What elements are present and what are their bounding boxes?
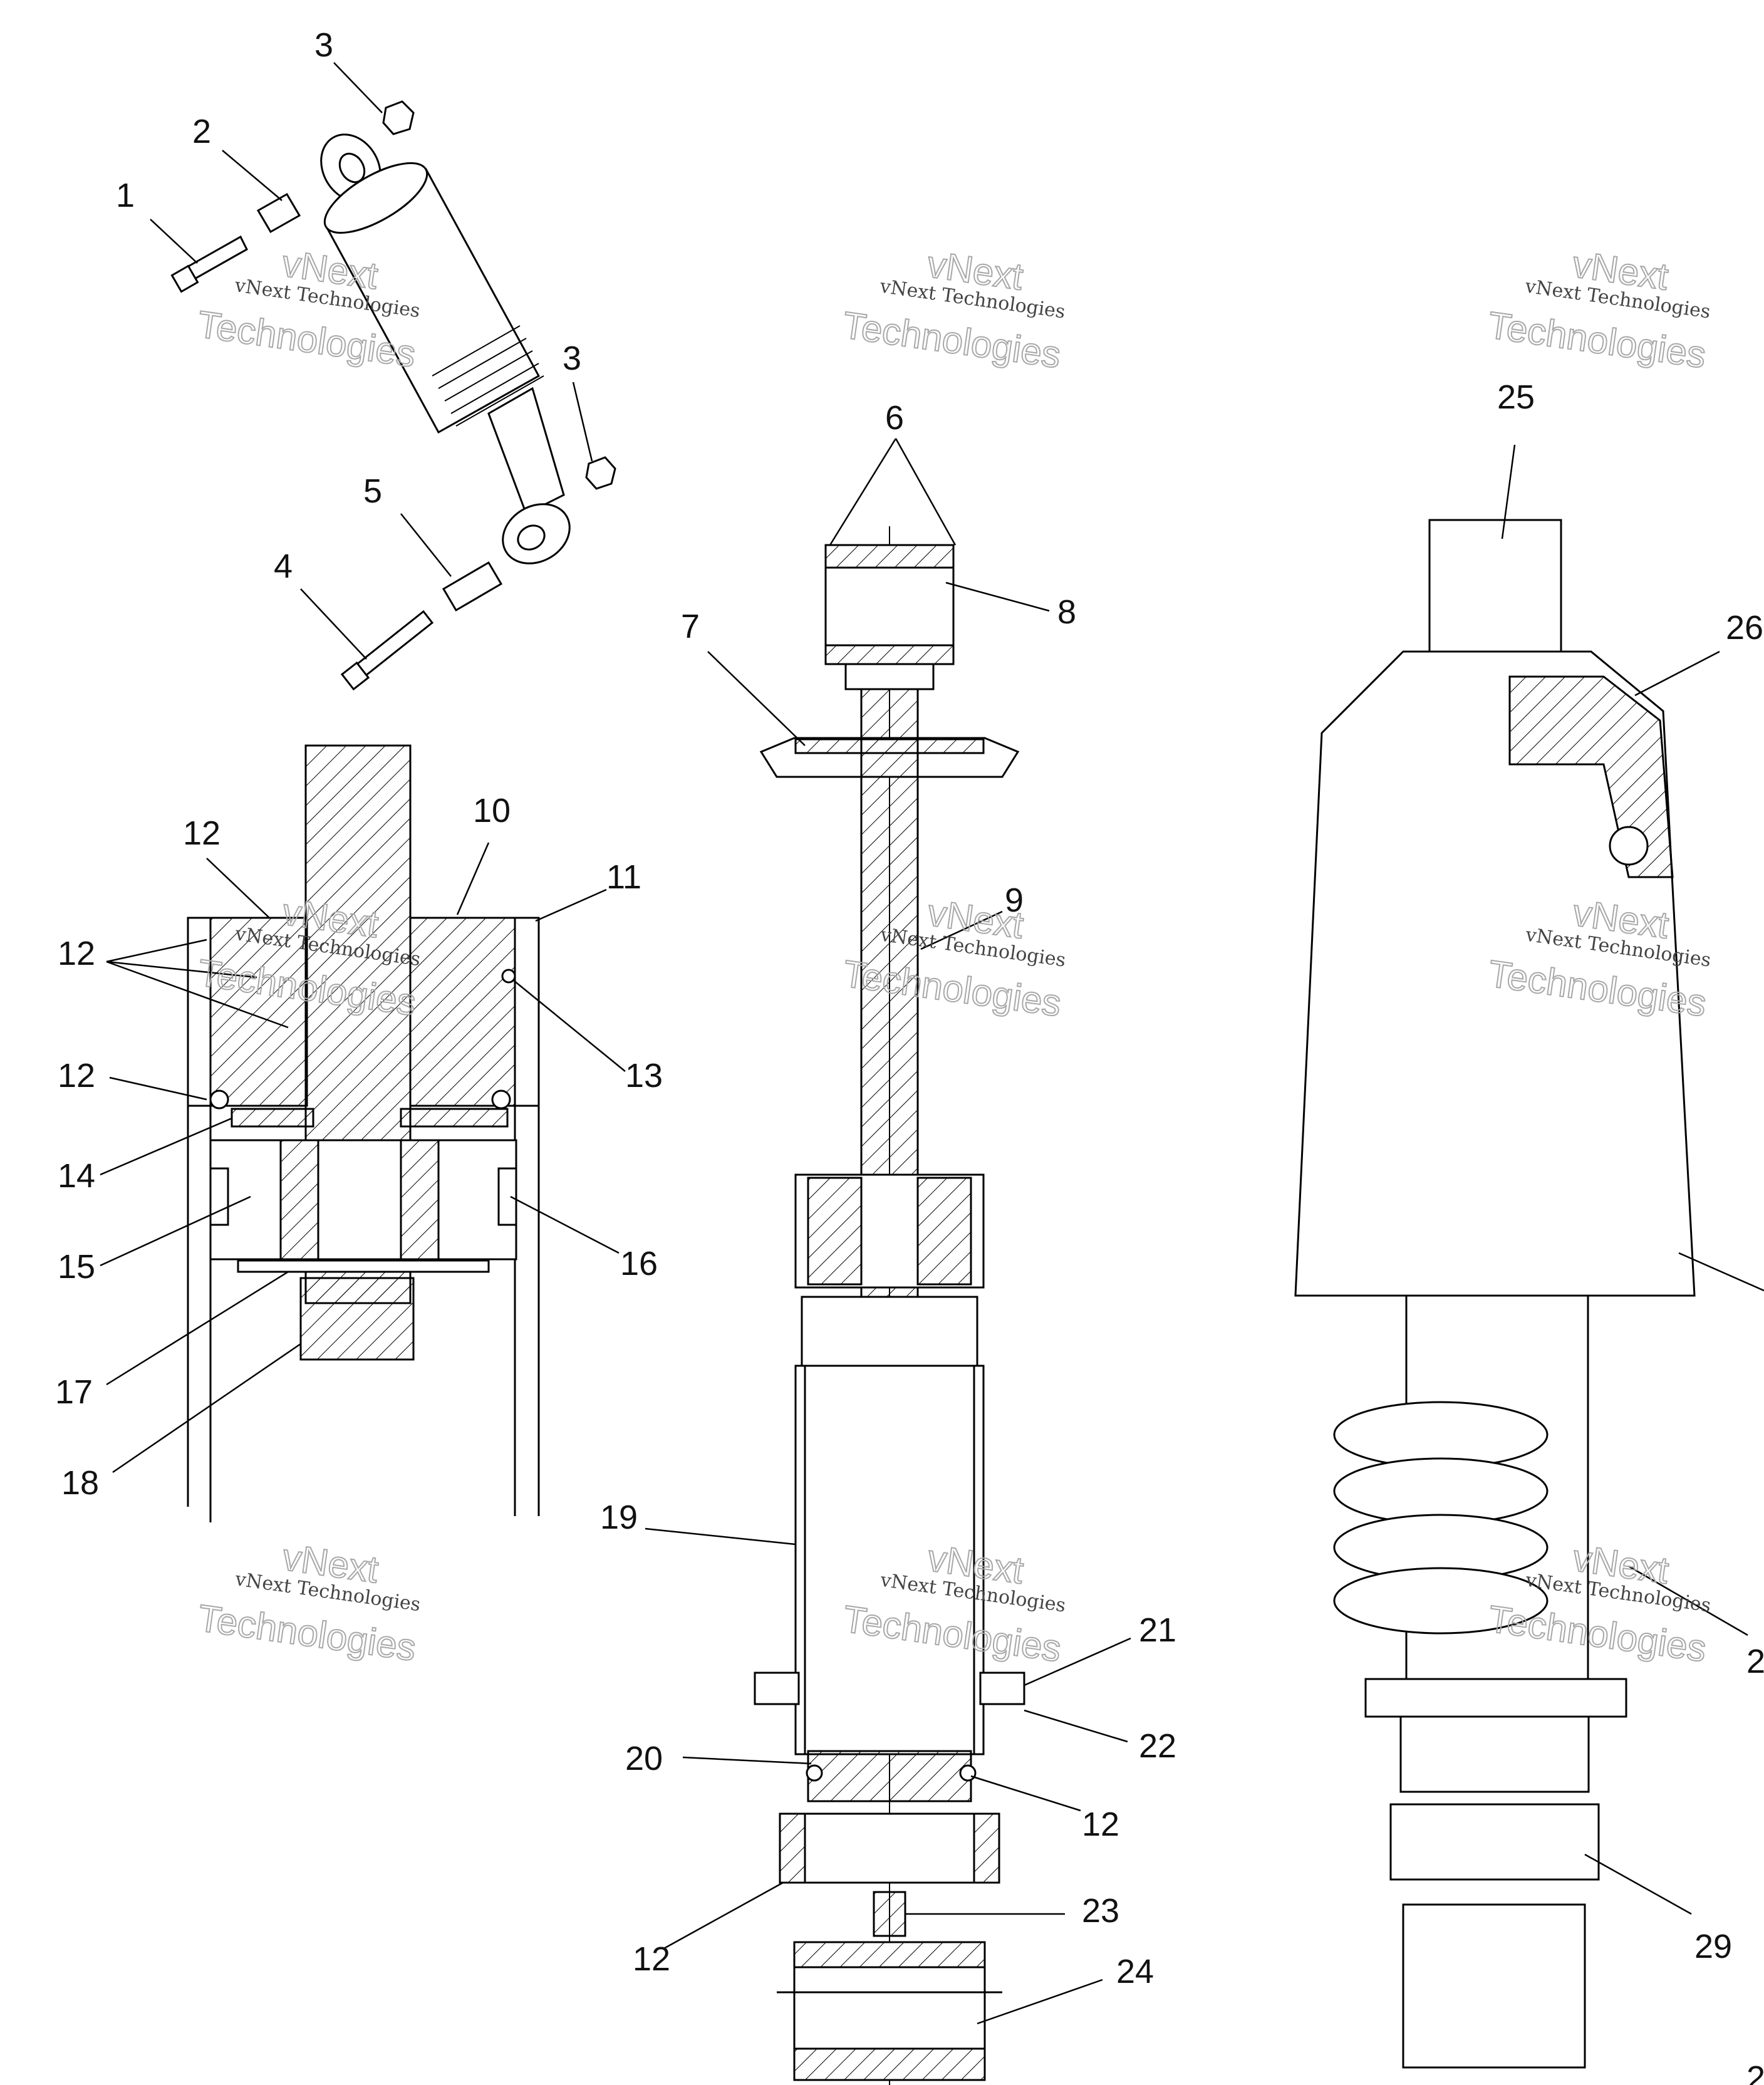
callout-13: 13 [625, 1057, 663, 1094]
leader-lines [100, 62, 1764, 2025]
callout-6: 6 [885, 399, 904, 437]
coil-spring [1333, 1401, 1549, 1635]
o-ring-12 [209, 1089, 229, 1110]
collar-21 [754, 1672, 800, 1705]
callout-23: 23 [1082, 1892, 1119, 1930]
callout-25: 25 [1497, 378, 1535, 416]
callout-29: 29 [1694, 1928, 1732, 1965]
callout-28: 2 [1746, 2059, 1764, 2085]
bolt-1 [170, 235, 248, 293]
nut-3-top [382, 100, 415, 135]
bolt-4 [340, 610, 434, 691]
callout-15: 15 [58, 1248, 95, 1286]
callout-12: 12 [633, 1940, 670, 1978]
callout-11: 11 [606, 858, 641, 896]
valve-23 [873, 1891, 906, 1937]
watermark-3: vNext vNext Technologies Technologies [1485, 242, 1711, 377]
callout-9: 9 [1005, 881, 1024, 919]
callout-5: 5 [363, 472, 382, 510]
callout-19: 19 [600, 1499, 638, 1536]
shim-17 [237, 1259, 490, 1273]
callout-16: 16 [620, 1245, 658, 1282]
callout-12: 12 [1082, 1806, 1119, 1843]
seal-head-right [409, 917, 518, 1107]
nut-3-lower [585, 456, 616, 490]
watermark-2: vNext vNext Technologies Technologies [839, 242, 1066, 377]
callout-3: 3 [563, 340, 581, 377]
callout-18: 18 [61, 1464, 99, 1502]
callout-12: 12 [183, 814, 220, 852]
shock-assembly [320, 133, 571, 564]
floating-piston-20 [807, 1750, 972, 1802]
washer-14 [231, 1108, 314, 1128]
o-ring-12b [491, 1089, 511, 1110]
callout-22: 22 [1139, 1727, 1176, 1765]
callout-21: 21 [1139, 1611, 1176, 1649]
body-tube-19 [794, 1365, 985, 1755]
cross-section-detail [187, 744, 540, 1522]
spacer-5 [442, 561, 503, 612]
reservoir-body [1294, 650, 1696, 1297]
callout-3: 3 [314, 26, 333, 64]
callout-8: 8 [1057, 593, 1076, 631]
callout-20: 20 [625, 1740, 663, 1777]
callout-4: 4 [274, 548, 293, 585]
exploded-shock-view [170, 100, 616, 691]
watermark-7: vNext vNext Technologies Technologies [195, 1536, 422, 1670]
top-mount-25 [1428, 519, 1562, 659]
callout-10: 10 [473, 792, 511, 829]
piston-band-16 [497, 1167, 517, 1226]
center-section-view [754, 526, 1025, 2085]
callout-2: 2 [192, 113, 211, 150]
piston-15 [209, 1139, 517, 1261]
bottom-cap [779, 1812, 1000, 1884]
bottom-eye [1402, 1903, 1586, 2069]
callout-12: 12 [58, 1057, 95, 1094]
callout-labels: 1 2 3 3 4 5 6 7 8 9 10 11 12 12 12 12 12… [55, 26, 1764, 2085]
exterior-view [1294, 519, 1696, 2069]
callout-27: 2 [1746, 1643, 1764, 1680]
o-ring-13 [501, 969, 516, 984]
callout-12: 12 [58, 935, 95, 972]
nut-18 [299, 1277, 415, 1361]
callout-14: 14 [58, 1157, 95, 1195]
shock-spring [432, 325, 544, 427]
collar-29 [1389, 1803, 1600, 1881]
callout-17: 17 [55, 1373, 93, 1411]
callout-1: 1 [116, 177, 135, 214]
spacer-2 [256, 192, 301, 234]
callout-24: 24 [1116, 1953, 1154, 1990]
callout-7: 7 [681, 608, 700, 645]
callout-26: 26 [1726, 609, 1763, 647]
spring-collar [1364, 1678, 1627, 1718]
seal-head-left [205, 917, 308, 1107]
